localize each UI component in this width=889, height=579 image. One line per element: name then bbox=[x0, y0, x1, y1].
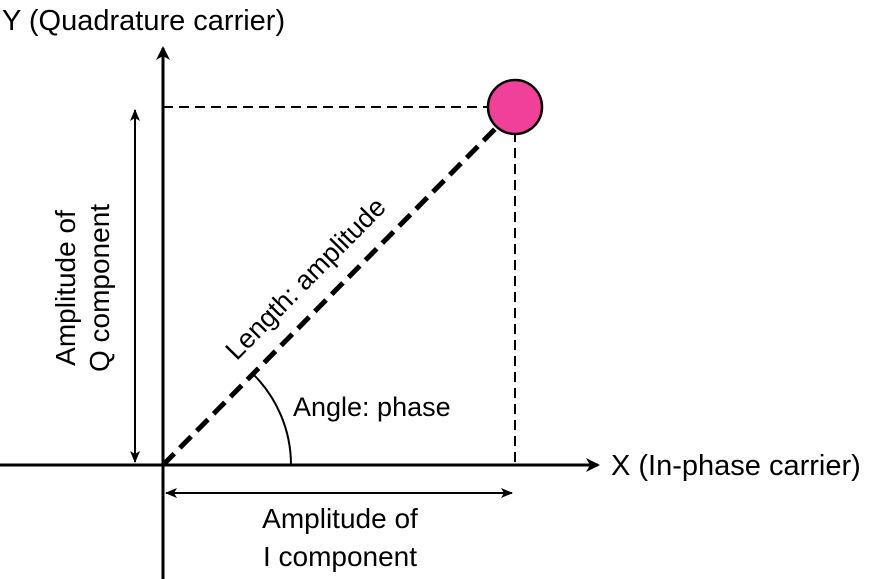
svg-text:Amplitude of: Amplitude of bbox=[50, 210, 81, 366]
constellation-point bbox=[486, 78, 544, 136]
svg-text:Q component: Q component bbox=[84, 204, 115, 372]
x-axis-label: X (In-phase carrier) bbox=[611, 450, 861, 482]
length-label: Length: amplitude bbox=[220, 192, 392, 366]
angle-label: Angle: phase bbox=[293, 392, 451, 422]
phase-angle-arc bbox=[252, 373, 292, 466]
y-axis-label: Y (Quadrature carrier) bbox=[2, 5, 285, 37]
i-component-label-line1: Amplitude of bbox=[262, 503, 418, 534]
i-component-label-line2: I component bbox=[263, 541, 417, 572]
q-component-label: Amplitude of Q component bbox=[50, 204, 115, 372]
amplitude-vector bbox=[161, 124, 500, 467]
